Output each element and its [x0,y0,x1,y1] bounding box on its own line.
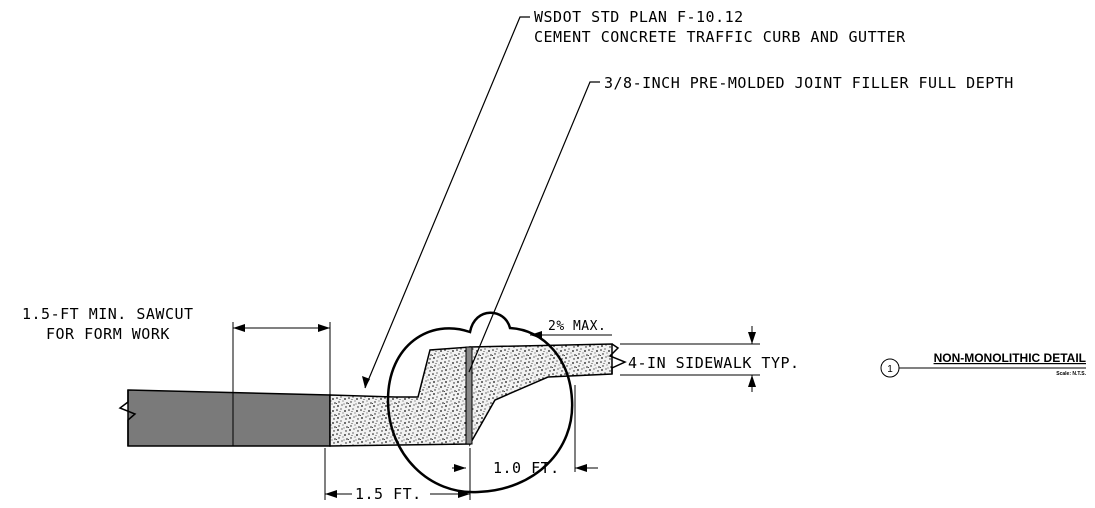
sawcut-arrow-left [233,324,245,332]
pavement-break-line [118,390,137,446]
sawcut-label-line2: FOR FORM WORK [46,325,170,343]
sidewalk-break-line [608,343,627,374]
gutter-width-label: 1.5 FT. [355,485,422,503]
joint-filler-leader [468,81,600,373]
gutter-arrow-right [458,490,470,498]
thickness-arrow-top [748,332,756,344]
detail-number: 1 [887,364,893,375]
gutter-arrow-left [325,490,337,498]
std-plan-label-line2: CEMENT CONCRETE TRAFFIC CURB AND GUTTER [534,28,906,46]
joint-filler [465,346,473,445]
curb-and-gutter-concrete [329,346,471,447]
std-plan-arrowhead [362,376,370,388]
existing-pavement [127,389,331,447]
std-plan-leader [364,16,530,389]
thickness-arrow-bottom [748,375,756,387]
slope-arrowhead [530,331,542,339]
slope-label: 2% MAX. [548,319,606,334]
sawcut-label-line1: 1.5-FT MIN. SAWCUT [22,305,194,323]
joint-filler-label: 3/8-INCH PRE-MOLDED JOINT FILLER FULL DE… [604,74,1014,92]
detail-title: NON-MONOLITHIC DETAIL [934,351,1086,365]
sawcut-arrow-right [318,324,330,332]
offset-arrow-right [575,464,587,472]
sidewalk-concrete [469,343,613,447]
joint-offset-label: 1.0 FT. [493,459,560,477]
offset-arrow-left [454,464,466,472]
detail-cloud [386,311,574,494]
sidewalk-thickness-label: 4-IN SIDEWALK TYP. [628,354,800,372]
std-plan-label-line1: WSDOT STD PLAN F-10.12 [534,8,744,26]
detail-scale: Scale: N.T.S. [1056,371,1086,377]
